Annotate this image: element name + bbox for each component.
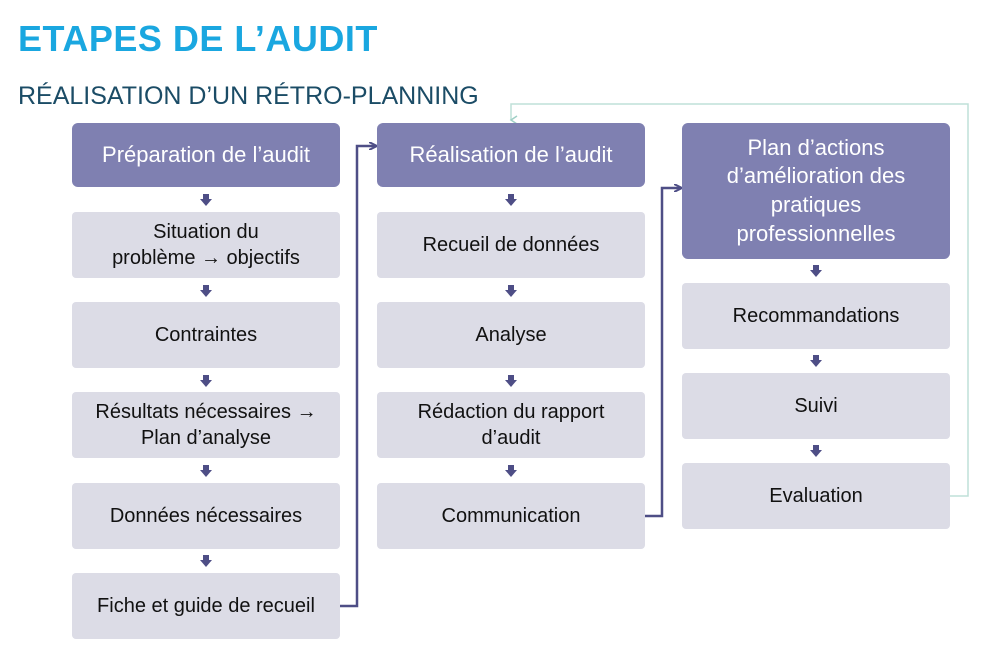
down-arrow-icon [200,465,212,477]
col1-head: Préparation de l’audit [72,123,340,187]
col3-step-3: Evaluation [682,463,950,529]
down-arrow-icon [810,445,822,457]
connector-col2-to-col3 [645,188,680,518]
down-arrow-icon [200,285,212,297]
page-title: ETAPES DE L’AUDIT [18,18,378,59]
down-arrow-icon [200,555,212,567]
down-arrow-icon [505,465,517,477]
down-arrow-icon [505,285,517,297]
col1-step-1: Situation du problème → objectifs [72,212,340,278]
down-arrow-icon [505,194,517,206]
col3-head: Plan d’actions d’amélioration des pratiq… [682,123,950,259]
down-arrow-icon [810,265,822,277]
page-subtitle: RÉALISATION D’UN RÉTRO-PLANNING [18,82,479,110]
down-arrow-icon [505,375,517,387]
col2-step-3: Rédaction du rapport d’audit [377,392,645,458]
down-arrow-icon [810,355,822,367]
col2-step-2: Analyse [377,302,645,368]
col2-step-1: Recueil de données [377,212,645,278]
col2-step-4: Communication [377,483,645,549]
down-arrow-icon [200,194,212,206]
down-arrow-icon [200,375,212,387]
connector-col1-to-col2 [340,146,375,608]
col1-step-2: Contraintes [72,302,340,368]
col3-step-1: Recommandations [682,283,950,349]
col1-step-4: Données nécessaires [72,483,340,549]
col1-step-3: Résultats nécessaires → Plan d’analyse [72,392,340,458]
col3-step-2: Suivi [682,373,950,439]
col1-step-5: Fiche et guide de recueil [72,573,340,639]
col2-head: Réalisation de l’audit [377,123,645,187]
